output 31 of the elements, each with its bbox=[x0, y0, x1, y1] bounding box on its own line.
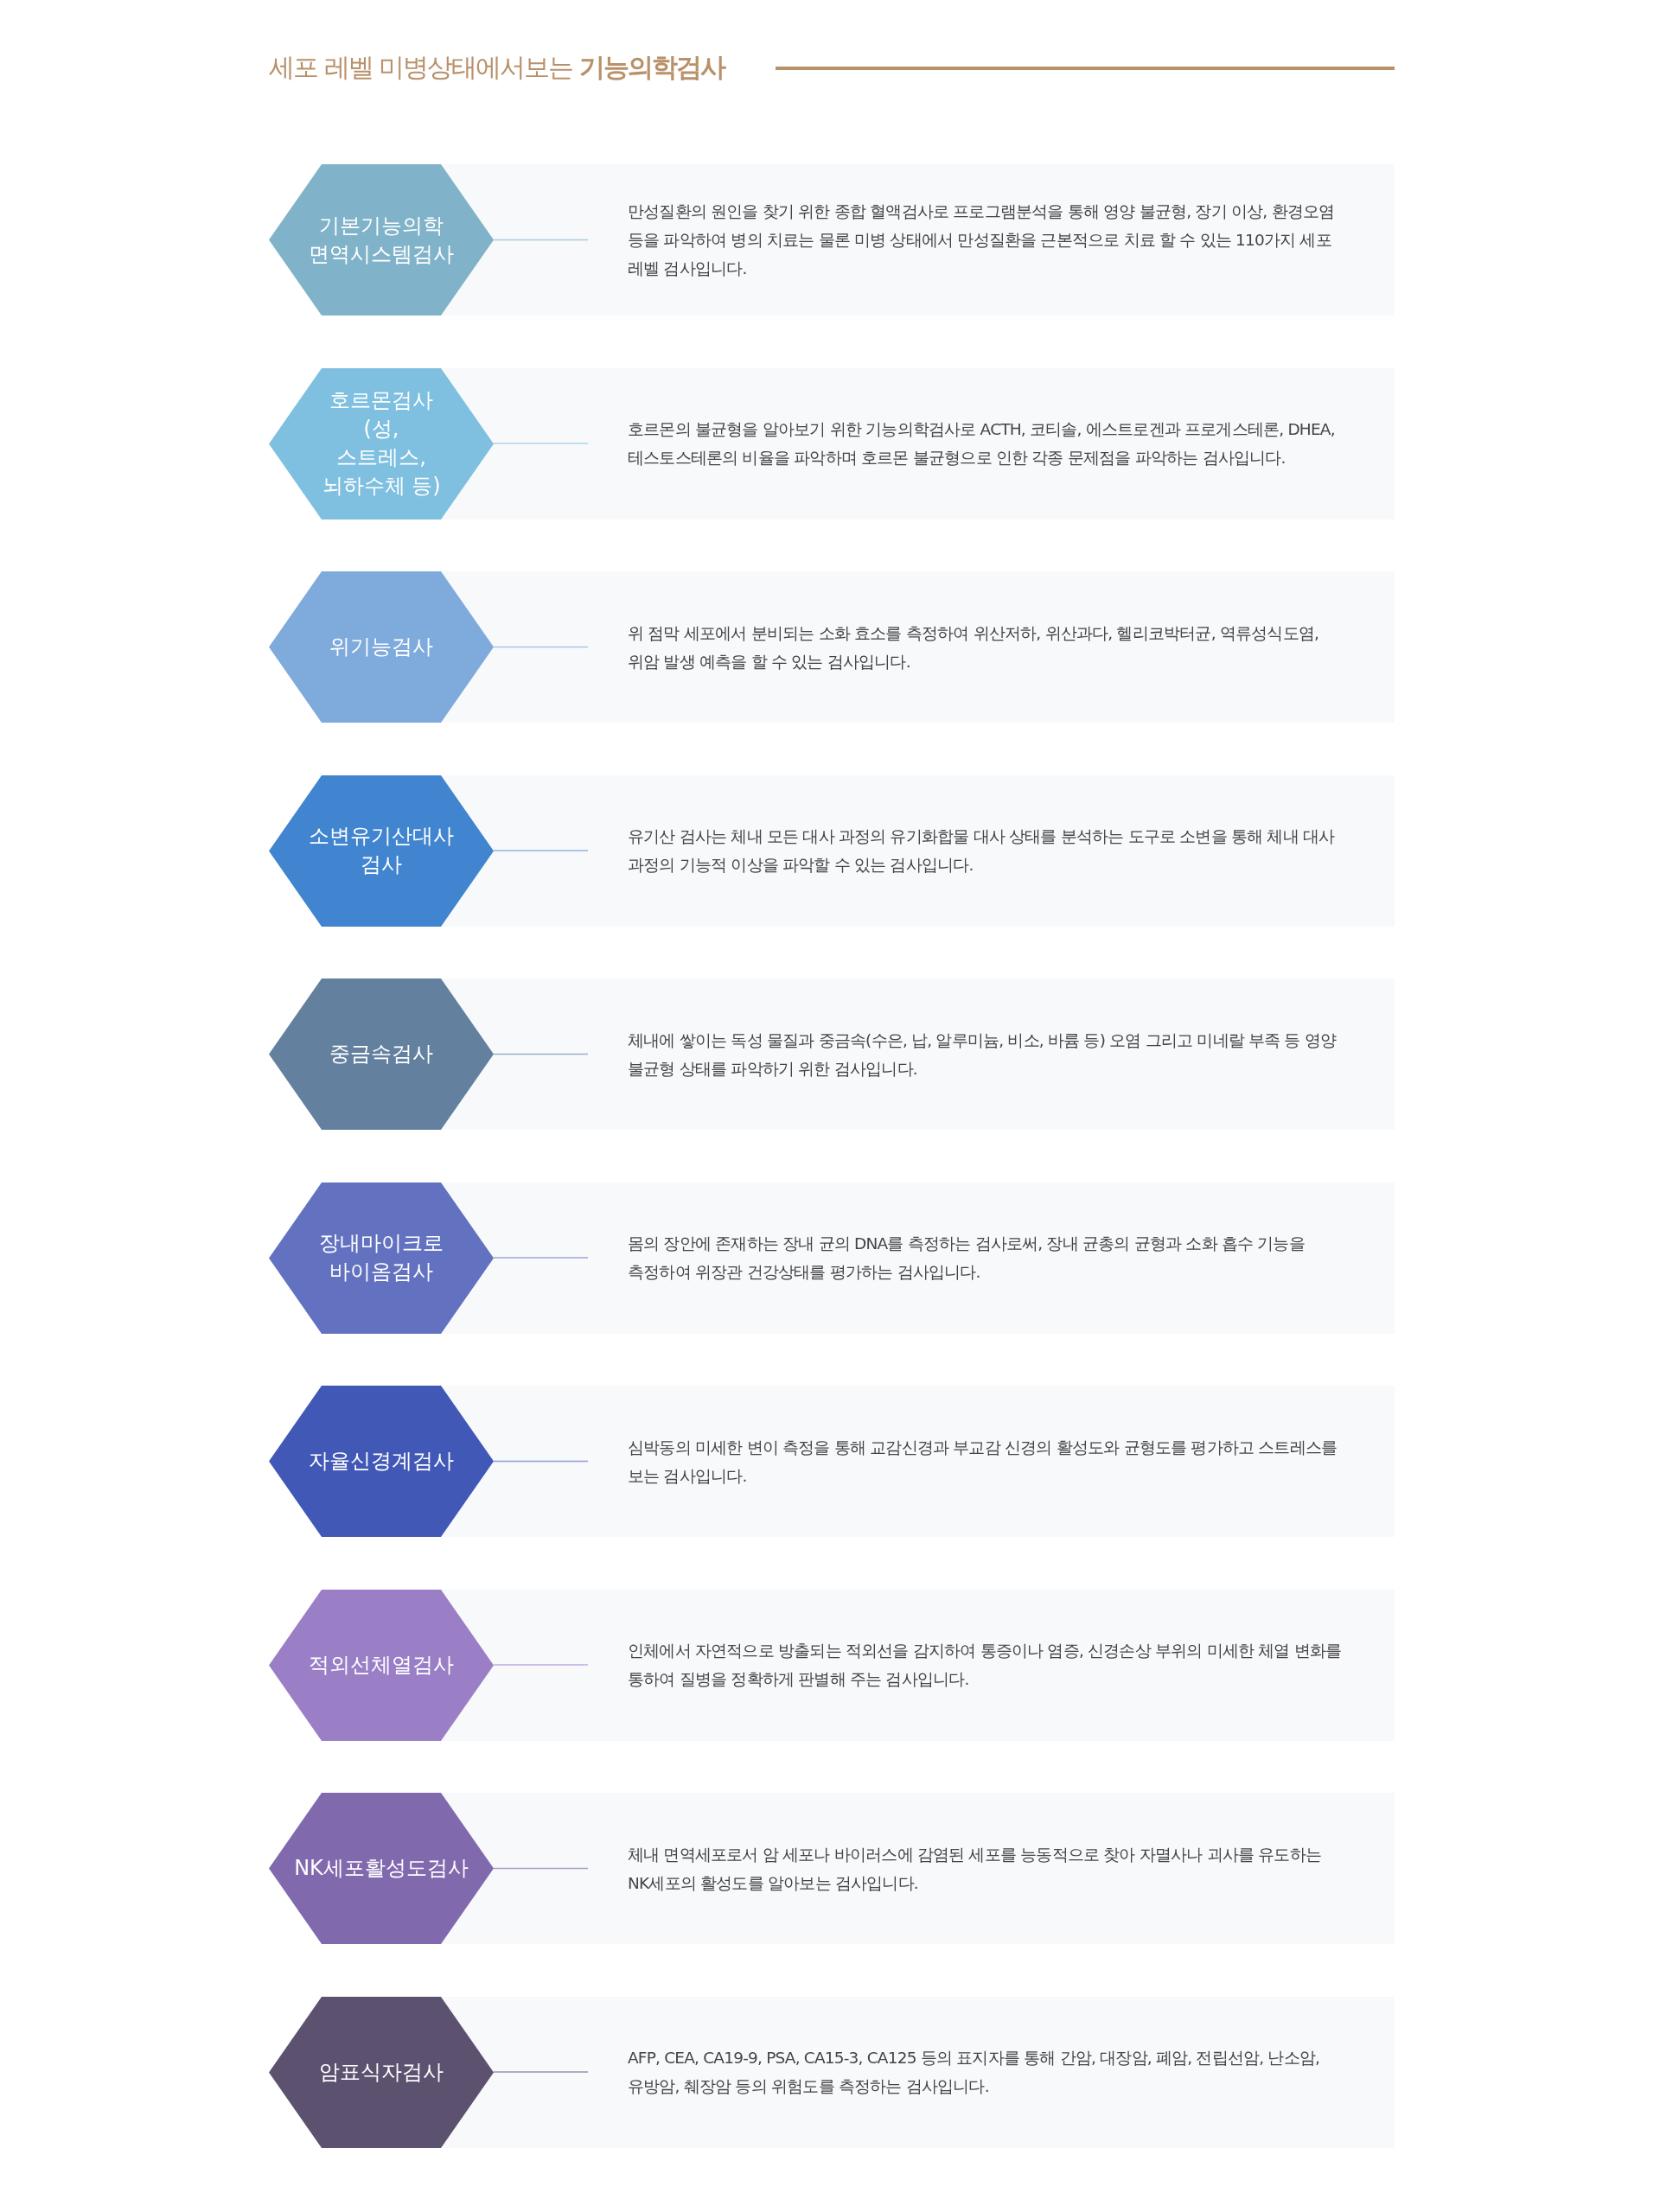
description-text: 만성질환의 원인을 찾기 위한 종합 혈액검사로 프로그램분석을 통해 영양 불균형, 장기 이상, 환경오염 등을 파악하여 병의 치료는 물론 미병 상태에서 만성질환을 근본적으로 치료 할 수 있는 110가지 세포 레벨 검사입니다. bbox=[628, 201, 1336, 279]
hexagon-box: 암표식자검사 bbox=[269, 1996, 494, 2148]
hexagon-box: 중금속검사 bbox=[269, 979, 494, 1130]
hexagon-box: 장내마이크로 바이옴검사 bbox=[269, 1182, 494, 1334]
hexagon-box: 기본기능의학 면역시스템검사 bbox=[269, 164, 494, 316]
page-title: 세포 레벨 미병상태에서보는 기능의학검사 bbox=[269, 51, 725, 84]
hexagon-box: 위기능검사 bbox=[269, 571, 494, 723]
connector-line bbox=[493, 1053, 589, 1055]
connector-line bbox=[493, 1257, 589, 1259]
description-text: 위 점막 세포에서 분비되는 소화 효소를 측정하여 위산저하, 위산과다, 헬리코박터균, 역류성식도염, 위암 발생 예측을 할 수 있는 검사입니다. bbox=[628, 622, 1320, 673]
description-text: 체내에 쌓이는 독성 물질과 중금속(수은, 납, 알루미늄, 비소, 바륨 등) 오염 그리고 미네랄 부족 등 영양 불균형 상태를 파악하기 위한 검사입니다. bbox=[628, 1030, 1338, 1080]
description-text: AFP, CEA, CA19-9, PSA, CA15-3, CA125 등의 표지자를 통해 간암, 대장암, 폐암, 전립선암, 난소암, 유방암, 췌장암 등의 위험도를 측정하는 검사입니다. bbox=[628, 2048, 1321, 2097]
connector-line bbox=[493, 239, 589, 241]
hexagon-box: NK세포활성도검사 bbox=[269, 1793, 494, 1944]
hexagon-box: 자율신경계검사 bbox=[269, 1386, 494, 1537]
connector-line bbox=[493, 443, 589, 444]
connector-line bbox=[493, 850, 589, 851]
connector-line bbox=[493, 1664, 589, 1666]
description-text: 심박동의 미세한 변이 측정을 통해 교감신경과 부교감 신경의 활성도와 균형도를 평가하고 스트레스를 보는 검사입니다. bbox=[628, 1437, 1338, 1487]
connector-line bbox=[493, 1867, 589, 1870]
description-text: 몸의 장안에 존재하는 장내 균의 DNA를 측정하는 검사로써, 장내 균총의 균형과 소화 흡수 기능을 측정하여 위장관 건강상태를 평가하는 검사입니다. bbox=[628, 1233, 1306, 1283]
hexagon-box: 소변유기산대사 검사 bbox=[269, 775, 494, 927]
description-text: 체내 면역세포로서 암 세포나 바이러스에 감염된 세포를 능동적으로 찾아 자멸사나 괴사를 유도하는 NK세포의 활성도를 알아보는 검사입니다. bbox=[628, 1844, 1323, 1894]
description-text: 인체에서 자연적으로 방출되는 적외선을 감지하여 통증이나 염증, 신경손상 부위의 미세한 체열 변화를 통하여 질병을 정확하게 판별해 주는 검사입니다. bbox=[628, 1641, 1343, 1690]
connector-line bbox=[493, 1460, 589, 1463]
description-text: 호르몬의 불균형을 알아보기 위한 기능의학검사로 ACTH, 코티솔, 에스트로겐과 프로게스테론, DHEA, 테스토스테론의 비율을 파악하며 호르몬 불균형으로 인한 각종 문제점을 파악하는 검사입니다. bbox=[628, 419, 1336, 469]
connector-line bbox=[493, 2071, 589, 2073]
hexagon-box: 적외선체열검사 bbox=[269, 1589, 494, 1741]
description-text: 유기산 검사는 체내 모든 대사 과정의 유기화합물 대사 상태를 분석하는 도구로 소변을 통해 체내 대사 과정의 기능적 이상을 파악할 수 있는 검사입니다. bbox=[628, 826, 1336, 876]
connector-line bbox=[493, 646, 589, 648]
hexagon-box: 호르몬검사 (성, 스트레스, 뇌하수체 등) bbox=[269, 367, 494, 520]
